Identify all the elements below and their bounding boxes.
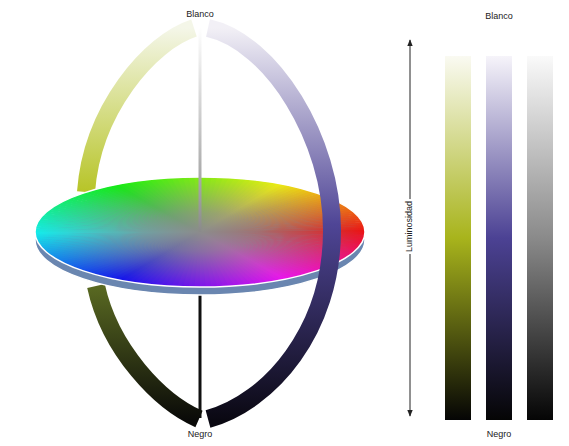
axis-top <box>199 28 202 232</box>
top-label: Blanco <box>186 10 214 19</box>
meridian-band <box>96 286 199 419</box>
bottom-label: Negro <box>487 430 512 439</box>
axis-bottom <box>199 290 202 418</box>
axis-label: Luminosidad <box>404 198 415 253</box>
meridian-band <box>208 28 332 419</box>
meridian-band <box>86 28 194 192</box>
lightness-bar <box>527 56 553 420</box>
lightness-bar <box>486 56 512 420</box>
bottom-label: Negro <box>188 430 213 439</box>
top-label: Blanco <box>485 12 513 21</box>
lightness-bar <box>445 56 471 420</box>
